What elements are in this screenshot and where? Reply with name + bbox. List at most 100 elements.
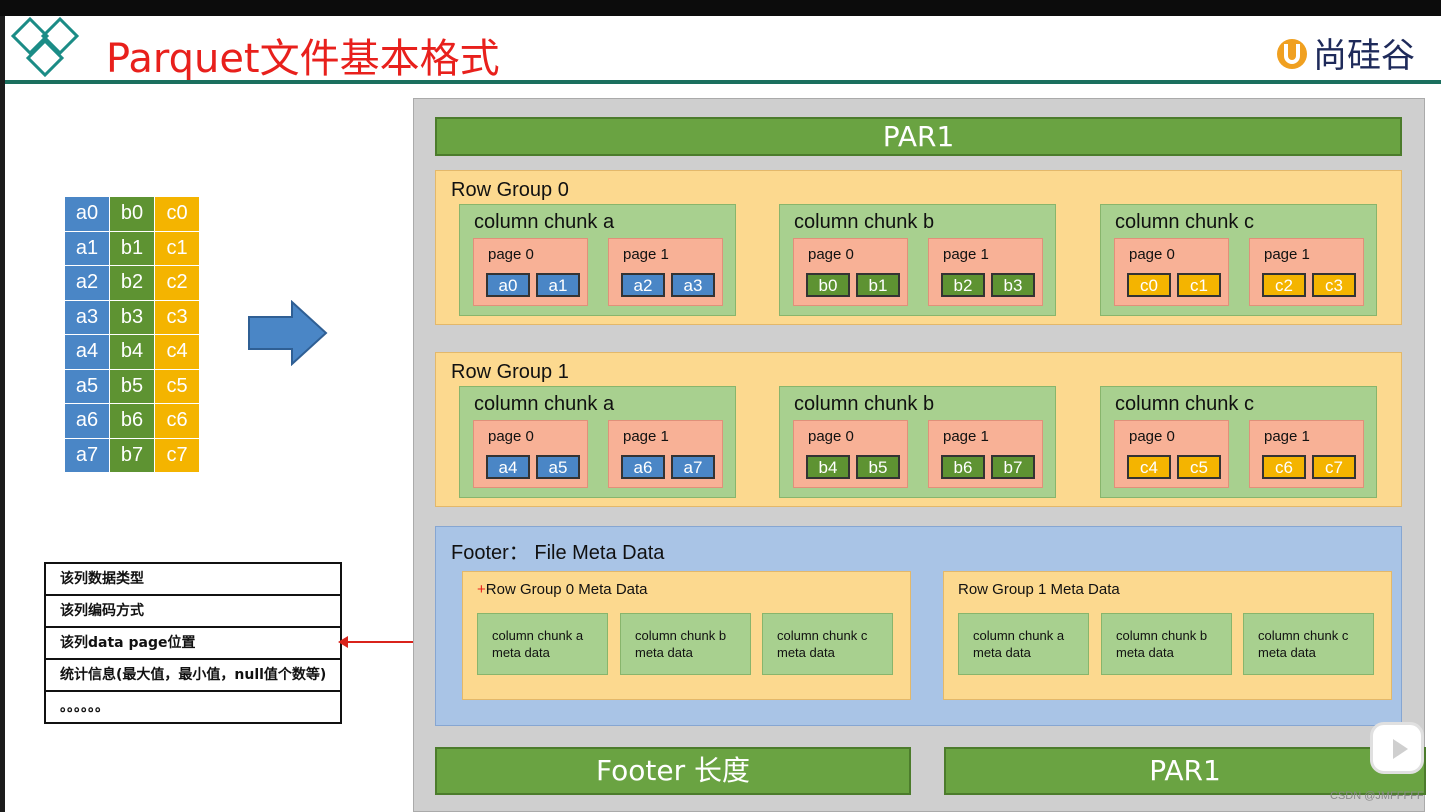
page-title: page 0 (1129, 246, 1175, 263)
page-title: page 1 (623, 246, 669, 263)
table-cell: b0 (109, 196, 155, 232)
value-cell: a2 (621, 273, 665, 297)
column-chunk-meta: column chunk b meta data (1101, 613, 1232, 675)
column-chunk-title: column chunk b (794, 211, 935, 233)
page-title: page 1 (943, 428, 989, 445)
meta-list-item: 统计信息(最大值，最小值，null值个数等) (46, 660, 340, 692)
meta-list-item: 该列数据类型 (46, 564, 340, 596)
table-cell: c5 (154, 368, 200, 404)
value-cell: b7 (991, 455, 1035, 479)
value-cell: b1 (856, 273, 900, 297)
meta-list-item: 该列编码方式 (46, 596, 340, 628)
value-cell: a0 (486, 273, 530, 297)
value-cell: b4 (806, 455, 850, 479)
page-title: page 1 (1264, 246, 1310, 263)
table-cell: c1 (154, 230, 200, 266)
value-cell: a7 (671, 455, 715, 479)
table-cell: b2 (109, 265, 155, 301)
value-cell: a4 (486, 455, 530, 479)
left-edge (0, 16, 5, 812)
pointer-line (346, 641, 478, 643)
brand-u-icon (1277, 38, 1307, 69)
table-cell: b4 (109, 334, 155, 370)
row-group-meta-label: Row Group 0 Meta Data (485, 581, 648, 598)
table-cell: a4 (64, 334, 110, 370)
value-cell: c3 (1312, 273, 1356, 297)
row-group-meta-label: Row Group 1 Meta Data (958, 581, 1120, 598)
brand-logo: 尚硅谷 (1275, 28, 1415, 77)
brand-name: 尚硅谷 (1313, 36, 1415, 76)
table-cell: a1 (64, 230, 110, 266)
table-cell: c3 (154, 299, 200, 335)
table-cell: b5 (109, 368, 155, 404)
meta-list-item: 该列data page位置 (46, 628, 340, 660)
value-cell: c5 (1177, 455, 1221, 479)
pointer-arrow-icon (338, 636, 348, 648)
meta-list-item: 。。。。。。 (60, 699, 109, 715)
row-group-title: Row Group 0 (451, 179, 569, 201)
table-cell: c0 (154, 196, 200, 232)
right-arrow-icon (248, 300, 328, 366)
column-chunk-meta: column chunk a meta data (477, 613, 608, 675)
value-cell: c2 (1262, 273, 1306, 297)
value-cell: c6 (1262, 455, 1306, 479)
table-cell: b7 (109, 437, 155, 473)
table-cell: a7 (64, 437, 110, 473)
page-title: page 0 (1129, 428, 1175, 445)
row-group-title: Row Group 1 (451, 361, 569, 383)
row-group-meta-title: Row Group 1 Meta Data (958, 581, 1120, 598)
value-cell: a5 (536, 455, 580, 479)
column-chunk-title: column chunk b (794, 393, 935, 415)
page-title: page 0 (488, 246, 534, 263)
value-cell: b3 (991, 273, 1035, 297)
footer-title: Footer： File Meta Data (451, 542, 665, 564)
table-cell: c2 (154, 265, 200, 301)
value-cell: b0 (806, 273, 850, 297)
page-title: Parquet文件基本格式 (106, 36, 500, 82)
value-cell: c7 (1312, 455, 1356, 479)
table-cell: b1 (109, 230, 155, 266)
column-chunk-title: column chunk a (474, 211, 615, 233)
table-cell: c4 (154, 334, 200, 370)
value-cell: c0 (1127, 273, 1171, 297)
page-title: page 1 (623, 428, 669, 445)
watermark: CSDN @JMFFFFF (1330, 790, 1424, 802)
plus-icon: + (477, 581, 486, 598)
column-meta-list: 该列数据类型该列编码方式该列data page位置统计信息(最大值，最小值，nu… (44, 562, 342, 724)
value-cell: c1 (1177, 273, 1221, 297)
value-cell: a6 (621, 455, 665, 479)
table-cell: b6 (109, 403, 155, 439)
play-icon[interactable] (1370, 722, 1424, 774)
page-title: page 0 (488, 428, 534, 445)
table-cell: c7 (154, 437, 200, 473)
page-title: page 1 (943, 246, 989, 263)
top-bar (0, 0, 1441, 16)
column-chunk-meta: column chunk c meta data (1243, 613, 1374, 675)
table-cell: c6 (154, 403, 200, 439)
footer-meta-section: Footer： File Meta Data +Row Group 0 Meta… (435, 526, 1402, 726)
column-chunk-title: column chunk c (1115, 393, 1254, 415)
footer-length-bar: Footer 长度 (435, 747, 911, 795)
